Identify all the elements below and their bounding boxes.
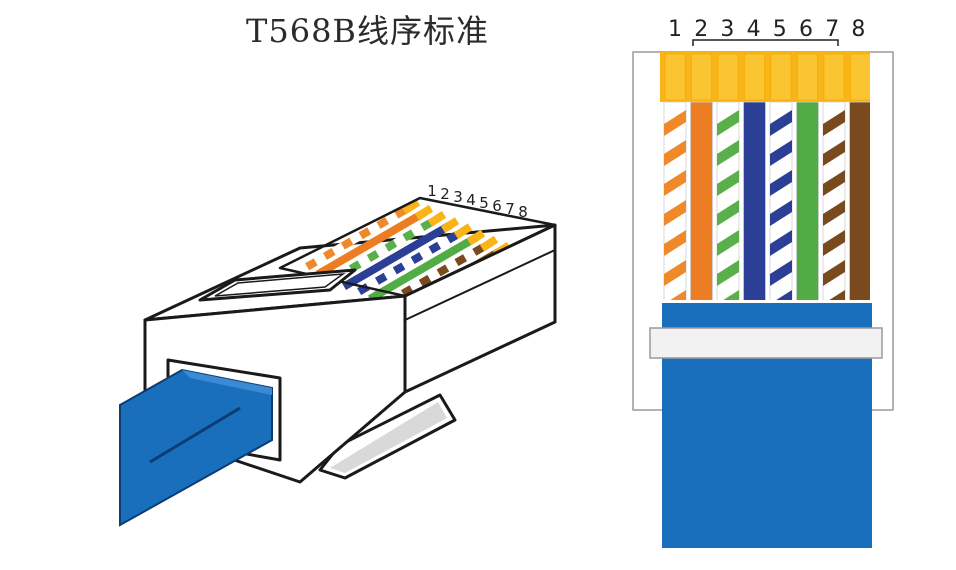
wire-6 xyxy=(796,101,819,300)
wire-3 xyxy=(716,101,740,300)
wire-3d-6 xyxy=(367,229,486,303)
wire-3d-1 xyxy=(302,198,421,272)
pin-label-3d-4: 4 xyxy=(466,191,476,209)
wire-5 xyxy=(769,101,793,300)
contact-6 xyxy=(797,53,818,101)
pin-label-7: 7 xyxy=(825,17,839,42)
wire-4 xyxy=(743,101,766,300)
wire-3d-5 xyxy=(354,223,473,297)
wire-7 xyxy=(822,101,846,300)
wires-front xyxy=(663,53,870,300)
pin-bracket xyxy=(692,39,839,46)
pin-label-3d-8: 8 xyxy=(518,203,528,221)
wire-2 xyxy=(690,101,713,300)
pin-label-3: 3 xyxy=(720,17,734,42)
cable-3d xyxy=(119,368,273,527)
wire-1 xyxy=(663,101,687,300)
pin-label-3d-6: 6 xyxy=(492,197,502,215)
pin-label-3d-7: 7 xyxy=(505,200,515,218)
pin-label-6: 6 xyxy=(799,17,813,42)
latch-window xyxy=(198,268,357,302)
contact-7 xyxy=(823,53,845,101)
pin-label-5: 5 xyxy=(773,17,787,42)
pin-label-3d-3: 3 xyxy=(453,188,463,206)
contact-8 xyxy=(850,53,870,101)
pin-label-1: 1 xyxy=(668,17,682,42)
wire-3d-4 xyxy=(341,217,460,291)
wire-3d-2 xyxy=(315,204,434,278)
pin-label-3d-2: 2 xyxy=(440,185,450,203)
pin-label-2: 2 xyxy=(694,17,708,42)
contact-5 xyxy=(770,53,792,101)
wire-8 xyxy=(849,101,870,300)
pin-label-8: 8 xyxy=(851,17,865,42)
pin-label-4: 4 xyxy=(747,17,761,42)
strain-relief xyxy=(649,327,883,359)
pin-label-3d-1: 1 xyxy=(427,182,437,200)
pin-label-3d-5: 5 xyxy=(479,194,489,212)
contact-2 xyxy=(691,53,712,101)
contact-3 xyxy=(717,53,739,101)
diagram-title: T568B线序标准 xyxy=(246,12,489,50)
contact-4 xyxy=(744,53,765,101)
contact-1 xyxy=(664,53,686,101)
